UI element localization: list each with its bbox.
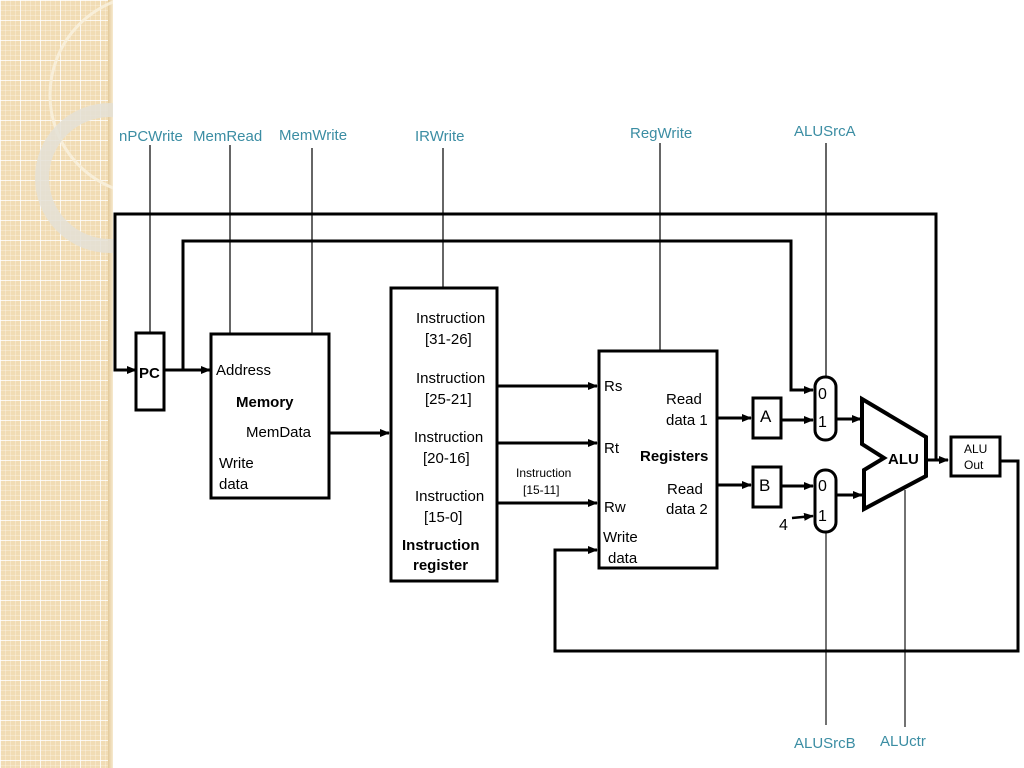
reg-read1-line1: Read — [666, 391, 702, 408]
ir-field-31-26-line2: [31-26] — [425, 331, 472, 348]
reg-read1-line2: data 1 — [666, 412, 708, 429]
signal-memread: MemRead — [193, 128, 262, 145]
ir-field-15-0-line1: Instruction — [415, 488, 484, 505]
mux-a-in1: 1 — [818, 414, 827, 431]
alu-out-line2: Out — [964, 458, 984, 472]
bus-wires — [113, 212, 1020, 653]
ir-field-25-21-line1: Instruction — [416, 370, 485, 387]
register-a-label: A — [760, 407, 772, 426]
register-file: Rs Rt Rw Write data Read data 1 Register… — [597, 349, 719, 570]
ir-field-15-0-line2: [15-0] — [424, 509, 462, 526]
mux-b-in0: 0 — [818, 478, 827, 495]
reg-writedata-line2: data — [608, 550, 638, 567]
memory-block: Address Memory MemData Write data — [209, 332, 331, 500]
alu-label: ALU — [888, 451, 919, 468]
signal-aluctr: ALUctr — [880, 733, 926, 750]
ir-field-20-16-line2: [20-16] — [423, 450, 470, 467]
alu: ALU — [860, 395, 928, 513]
reg-rw-label: Rw — [604, 499, 626, 516]
mux-alusrcb: 0 1 4 — [779, 468, 838, 534]
constant-4: 4 — [779, 517, 788, 534]
signal-irwrite: IRWrite — [415, 128, 464, 145]
signal-alusrca: ALUSrcA — [794, 123, 856, 140]
register-b-label: B — [759, 476, 770, 495]
pc-label: PC — [139, 365, 160, 382]
memory-writedata-label-1: Write — [219, 455, 254, 472]
signal-npcwrite: nPCWrite — [119, 128, 183, 145]
memory-title: Memory — [236, 394, 294, 411]
ir-rd-field-line1: Instruction — [516, 466, 571, 480]
ir-field-31-26-line1: Instruction — [416, 310, 485, 327]
alu-out-register: ALU Out — [949, 435, 1002, 478]
register-a: A — [751, 396, 783, 440]
reg-writedata-line1: Write — [603, 529, 638, 546]
ir-rd-field-line2: [15-11] — [523, 483, 559, 497]
memory-memdata-label: MemData — [246, 424, 312, 441]
mux-a-in0: 0 — [818, 386, 827, 403]
ir-title-line2: register — [413, 557, 468, 574]
register-b: B — [751, 465, 783, 509]
mux-alusrca: 0 1 — [813, 375, 838, 442]
signal-regwrite: RegWrite — [630, 125, 692, 142]
registers-title: Registers — [640, 448, 708, 465]
memory-address-label: Address — [216, 362, 271, 379]
alu-out-line1: ALU — [964, 442, 987, 456]
memory-writedata-label-2: data — [219, 476, 249, 493]
signal-alusrcb: ALUSrcB — [794, 735, 856, 752]
reg-rt-label: Rt — [604, 440, 620, 457]
ir-field-25-21-line2: [25-21] — [425, 391, 472, 408]
instruction-register: Instruction [31-26] Instruction [25-21] … — [389, 286, 499, 583]
pc-register: PC — [134, 331, 166, 412]
reg-read2-line1: Read — [667, 481, 703, 498]
ir-field-20-16-line1: Instruction — [414, 429, 483, 446]
sidebar-edge — [108, 0, 113, 768]
reg-rs-label: Rs — [604, 378, 622, 395]
signal-memwrite: MemWrite — [279, 127, 347, 144]
mux-b-in1: 1 — [818, 508, 827, 525]
reg-read2-line2: data 2 — [666, 501, 708, 518]
ir-title-line1: Instruction — [402, 537, 480, 554]
